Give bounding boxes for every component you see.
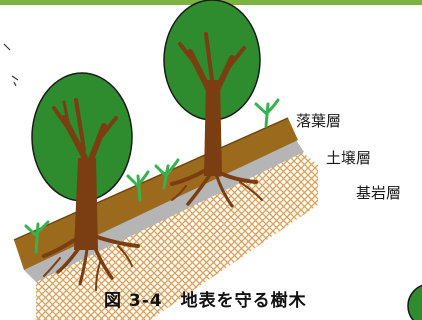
grass-sprouts [24, 98, 280, 254]
figure-caption: 図 3-4 地表を守る樹木 [104, 291, 307, 311]
tree-left-branches [52, 98, 118, 165]
grass-sprout [24, 220, 50, 254]
soil-layer-label: 土壌層 [326, 149, 372, 167]
tree-right [163, 0, 263, 208]
bedrock-layer-label: 基岩層 [356, 184, 402, 202]
grass-sprout [154, 158, 180, 190]
tree-right-trunk [204, 80, 222, 176]
grass-sprout [126, 170, 150, 202]
tree-left-trunk [74, 158, 98, 250]
decorative-mark [3, 43, 19, 87]
tree-left [31, 72, 140, 291]
partial-tree-crown [407, 284, 422, 320]
litter-layer-label: 落葉層 [296, 112, 342, 130]
grass-sprout [254, 98, 280, 128]
bedrock-layer [36, 150, 318, 320]
